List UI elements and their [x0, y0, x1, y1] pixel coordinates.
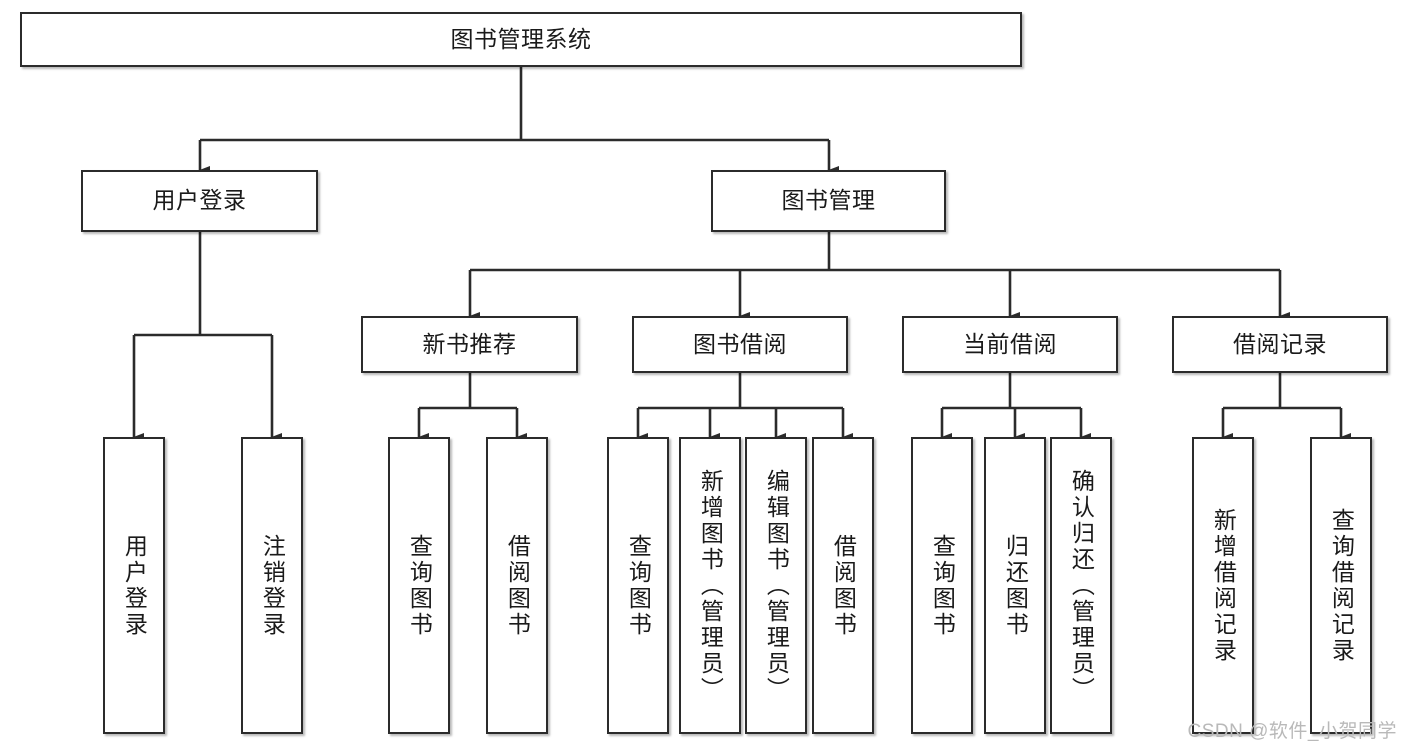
node-label: 图书管理系统: [450, 25, 592, 52]
node-book-borrow[interactable]: 图书借阅: [632, 316, 848, 373]
node-leaf-add-record[interactable]: 新增借阅记录: [1192, 437, 1254, 734]
node-book-manage[interactable]: 图书管理: [711, 170, 946, 232]
node-new-book-rec[interactable]: 新书推荐: [361, 316, 578, 373]
csdn-watermark: CSDN @软件_小贺同学: [1187, 721, 1397, 742]
node-leaf-user-login[interactable]: 用户登录: [103, 437, 165, 734]
node-leaf-add-book[interactable]: 新增图书（管理员）: [679, 437, 741, 734]
node-borrow-record[interactable]: 借阅记录: [1172, 316, 1388, 373]
node-label: 新书推荐: [422, 330, 517, 357]
node-label: 新增借阅记录: [1210, 507, 1237, 664]
node-leaf-query-book-3[interactable]: 查询图书: [911, 437, 973, 734]
node-leaf-borrow-book-2[interactable]: 借阅图书: [812, 437, 874, 734]
node-label: 图书借阅: [693, 330, 787, 357]
node-label: 查询图书: [625, 533, 652, 638]
node-leaf-return-book[interactable]: 归还图书: [984, 437, 1046, 734]
node-label: 查询图书: [929, 533, 956, 638]
node-label: 查询借阅记录: [1328, 507, 1355, 664]
node-label: 用户登录: [121, 533, 148, 638]
node-leaf-logout[interactable]: 注销登录: [241, 437, 303, 734]
node-label: 用户登录: [152, 187, 247, 214]
node-leaf-query-book-1[interactable]: 查询图书: [388, 437, 450, 734]
node-user-login[interactable]: 用户登录: [81, 170, 318, 232]
node-label: 借阅记录: [1233, 330, 1327, 357]
node-label: 当前借阅: [963, 330, 1057, 357]
node-label: 借阅图书: [830, 533, 857, 638]
node-label: 编辑图书（管理员）: [763, 468, 790, 703]
node-label: 注销登录: [259, 533, 286, 638]
node-label: 查询图书: [406, 533, 433, 638]
node-label: 图书管理: [781, 187, 876, 214]
node-root[interactable]: 图书管理系统: [20, 12, 1022, 67]
node-label: 归还图书: [1002, 533, 1029, 638]
node-leaf-query-book-2[interactable]: 查询图书: [607, 437, 669, 734]
node-current-borrow[interactable]: 当前借阅: [902, 316, 1118, 373]
node-leaf-borrow-book-1[interactable]: 借阅图书: [486, 437, 548, 734]
node-leaf-edit-book[interactable]: 编辑图书（管理员）: [745, 437, 807, 734]
node-label: 新增图书（管理员）: [697, 468, 724, 703]
node-label: 确认归还（管理员）: [1068, 468, 1095, 703]
node-label: 借阅图书: [504, 533, 531, 638]
node-leaf-confirm-return[interactable]: 确认归还（管理员）: [1050, 437, 1112, 734]
node-leaf-query-record[interactable]: 查询借阅记录: [1310, 437, 1372, 734]
